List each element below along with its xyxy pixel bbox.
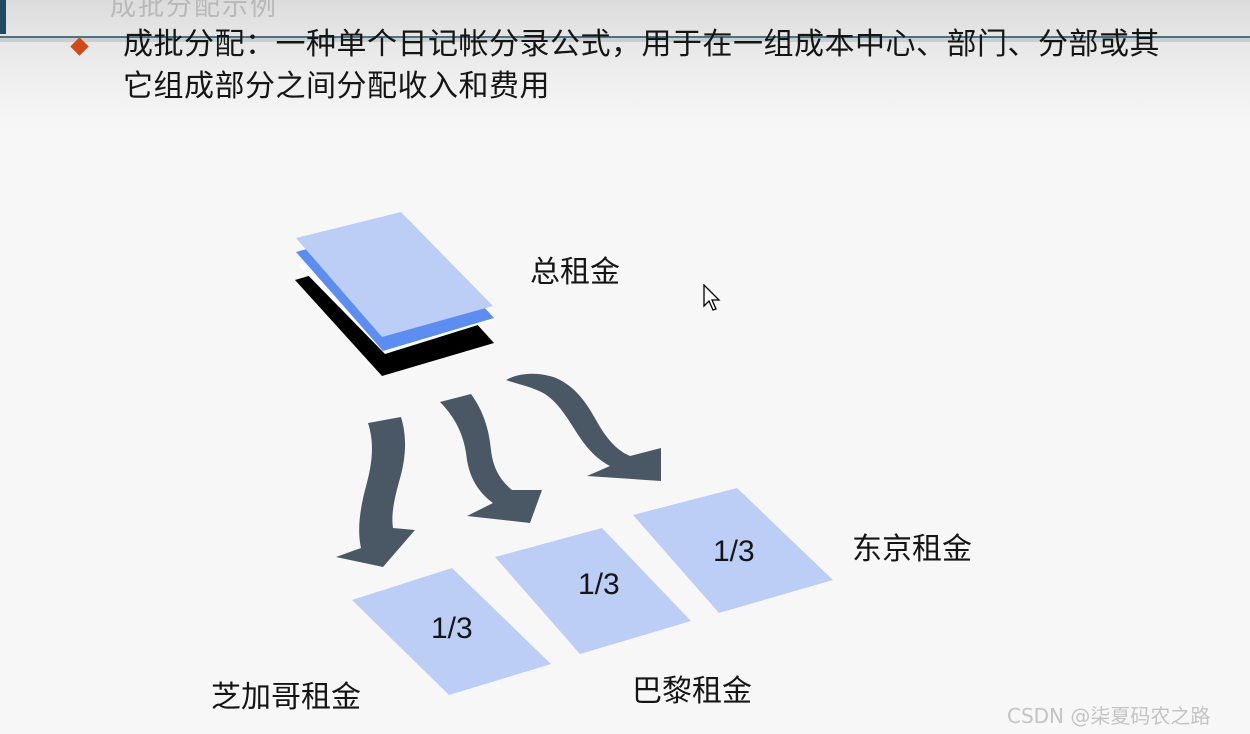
paper-paris (495, 528, 691, 654)
bullet-text: 成批分配：一种单个日记帐分录公式，用于在一组成本中心、部门、分部或其它组成部分之… (123, 27, 1160, 104)
slide-header-band (0, 0, 1250, 130)
target-label-paris: 巴黎租金 (632, 674, 752, 709)
slide-title: 成批分配示例 (110, 0, 279, 22)
paper-tokyo (633, 488, 833, 613)
mouse-pointer-icon (703, 284, 721, 311)
arrow-to-paris (440, 394, 542, 523)
slide-corner-accent (0, 0, 6, 34)
target-label-chicago: 芝加哥租金 (211, 680, 361, 715)
share-paris: 1/3 (578, 568, 620, 601)
arrow-to-tokyo (506, 373, 661, 481)
watermark: CSDN @柒夏码农之路 (1007, 704, 1211, 728)
share-tokyo: 1/3 (713, 535, 755, 568)
title-divider-shadow (0, 38, 1250, 42)
target-label-tokyo: 东京租金 (852, 532, 972, 567)
share-chicago: 1/3 (431, 612, 473, 645)
arrow-to-chicago (336, 417, 415, 567)
title-divider (0, 36, 1250, 38)
source-label: 总租金 (530, 255, 620, 290)
paper-stack-icon (295, 212, 494, 376)
paper-chicago (352, 568, 551, 695)
